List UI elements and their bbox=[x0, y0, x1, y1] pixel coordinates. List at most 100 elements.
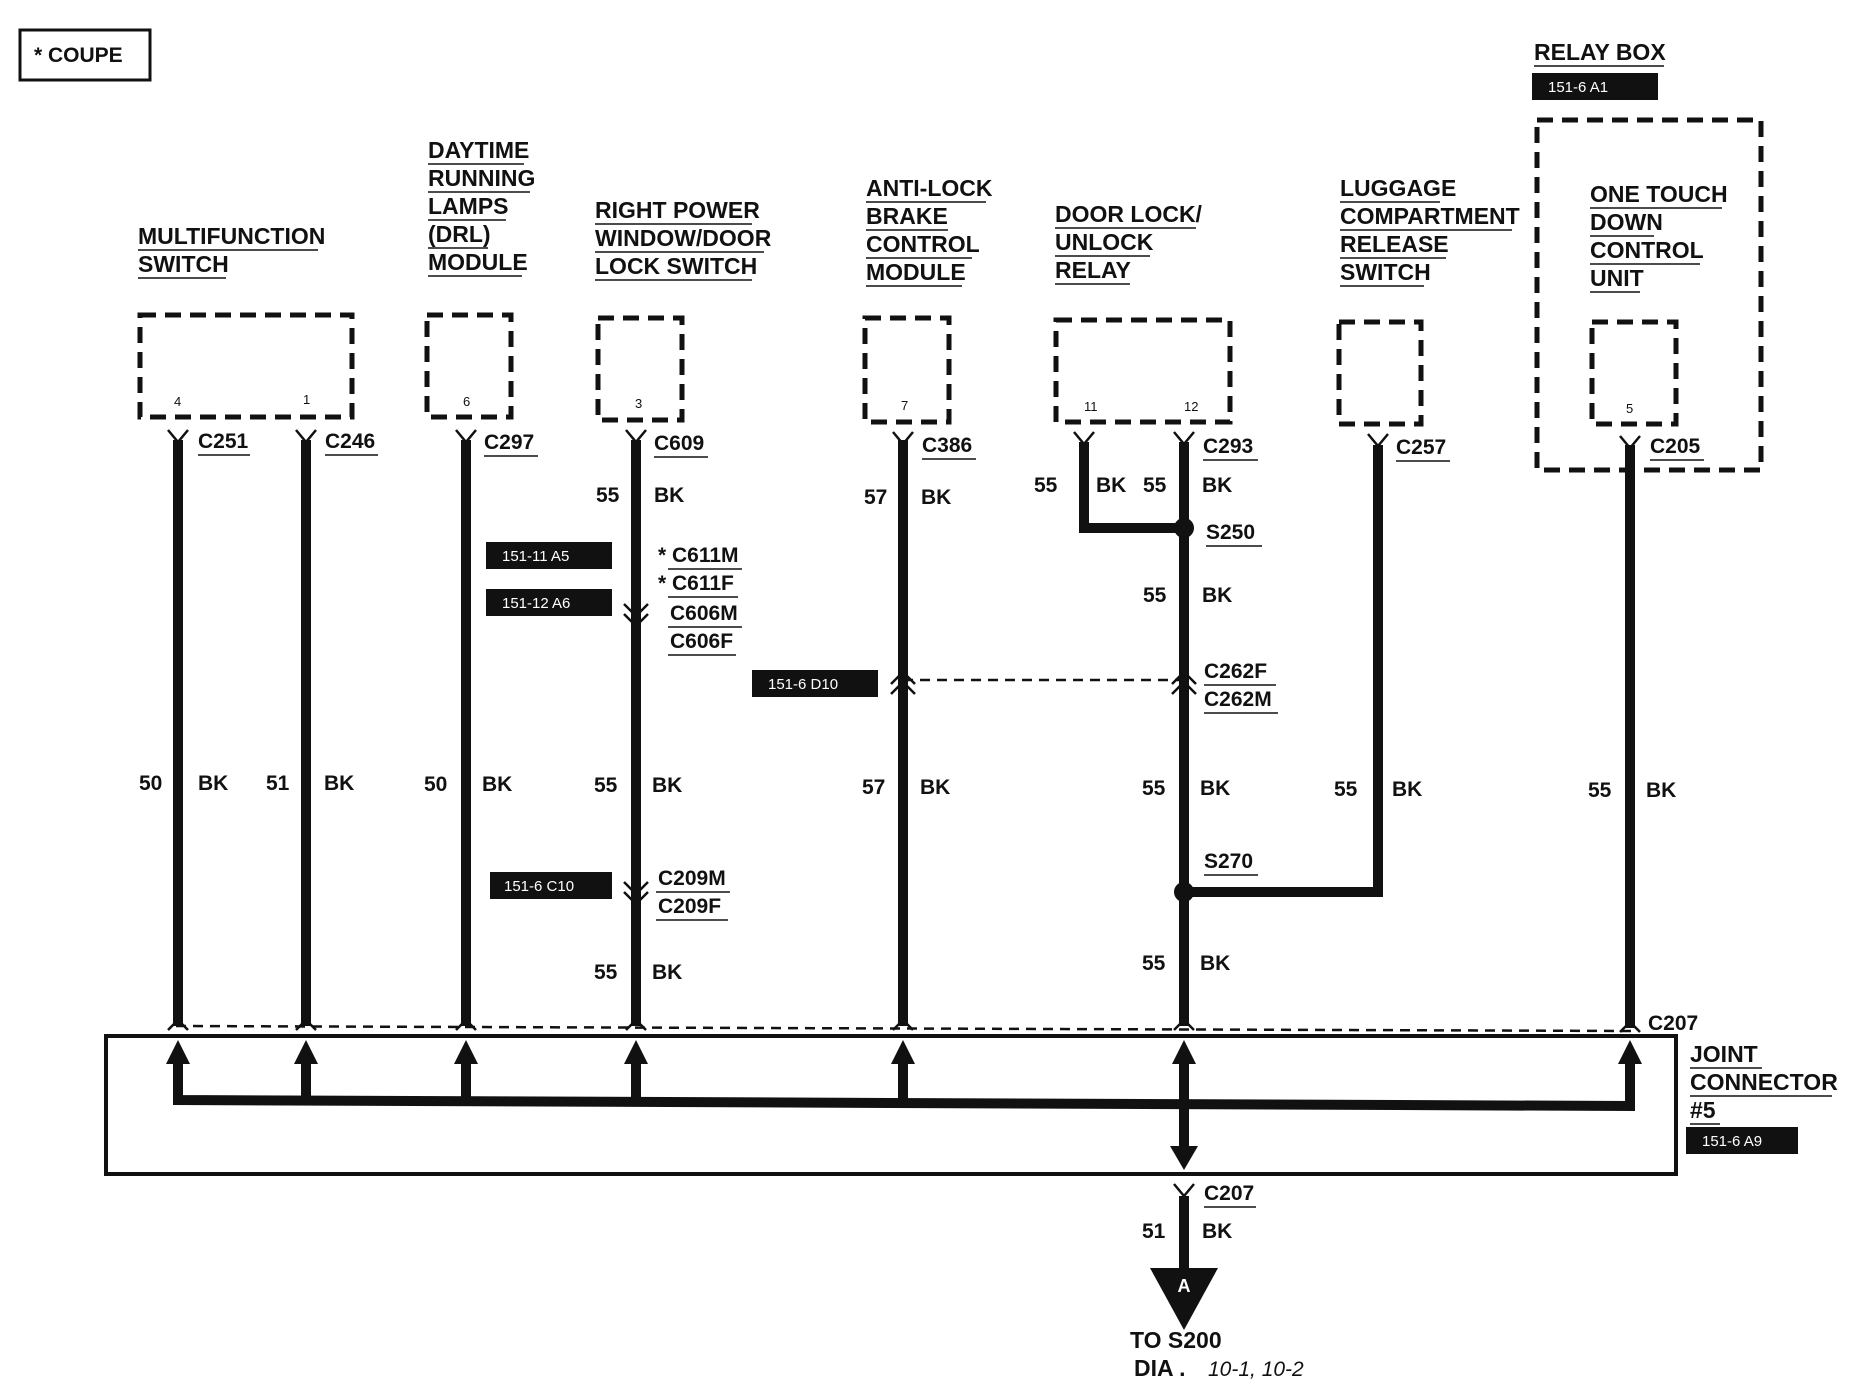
star-marker: * bbox=[658, 572, 667, 595]
wire-color: BK bbox=[920, 776, 950, 799]
c262-inline-connector bbox=[890, 670, 1197, 695]
pin-4: 4 bbox=[174, 394, 181, 409]
connector-c262m: C262M bbox=[1204, 688, 1272, 711]
pin-6: 6 bbox=[463, 394, 470, 409]
wire-gauge: 51 bbox=[266, 772, 290, 795]
connector-c251: C251 bbox=[198, 430, 249, 453]
connector-c209f: C209F bbox=[658, 895, 721, 918]
relay-box-ref-tag bbox=[1532, 73, 1658, 100]
wire-color: BK bbox=[1392, 778, 1422, 801]
top-connector-marks bbox=[167, 429, 1641, 450]
pin-1: 1 bbox=[303, 392, 310, 407]
connector-c207-bottom: C207 bbox=[1204, 1182, 1254, 1205]
wire-color: BK bbox=[1202, 474, 1232, 497]
wire-gauge: 55 bbox=[1334, 778, 1358, 801]
output-marker-letter: A bbox=[1178, 1276, 1191, 1296]
ref-tag-c606 bbox=[486, 589, 612, 616]
svg-text:ANTI-LOCK: ANTI-LOCK bbox=[866, 175, 993, 201]
splice-s270 bbox=[1174, 882, 1194, 902]
anti-lock-module-label: ANTI-LOCK BRAKE CONTROL MODULE bbox=[866, 175, 993, 287]
joint-arrows bbox=[166, 1040, 1642, 1170]
connector-c609: C609 bbox=[654, 432, 704, 455]
svg-text:BRAKE: BRAKE bbox=[866, 203, 948, 229]
wire-gauge: 55 bbox=[1142, 777, 1166, 800]
svg-text:151-11 A5: 151-11 A5 bbox=[502, 548, 569, 565]
c606-inline-connector bbox=[623, 603, 649, 628]
svg-text:CONTROL: CONTROL bbox=[1590, 237, 1704, 263]
ref-tag-c209 bbox=[490, 872, 612, 899]
connector-c246: C246 bbox=[325, 430, 375, 453]
svg-text:UNLOCK: UNLOCK bbox=[1055, 229, 1154, 255]
output-arrow-marker bbox=[1150, 1268, 1218, 1330]
wire-gauge: 55 bbox=[596, 484, 620, 507]
wire-color: BK bbox=[1200, 952, 1230, 975]
splice-s250 bbox=[1174, 518, 1194, 538]
wire-gauge: 57 bbox=[862, 776, 885, 799]
svg-text:ONE TOUCH: ONE TOUCH bbox=[1590, 181, 1728, 207]
connector-c297: C297 bbox=[484, 431, 534, 454]
right-power-window-label: RIGHT POWER WINDOW/DOOR LOCK SWITCH bbox=[595, 197, 772, 281]
luggage-switch-label: LUGGAGE COMPARTMENT RELEASE SWITCH bbox=[1340, 175, 1520, 287]
splice-s270-label: S270 bbox=[1204, 850, 1253, 873]
luggage-switch-box bbox=[1336, 319, 1424, 427]
svg-text:RELAY: RELAY bbox=[1055, 257, 1131, 283]
svg-text:(DRL): (DRL) bbox=[428, 221, 491, 247]
anti-lock-module-box bbox=[862, 315, 952, 425]
c207-top-marks bbox=[167, 1018, 1641, 1033]
svg-text:CONTROL: CONTROL bbox=[866, 231, 980, 257]
connector-c207-top: C207 bbox=[1648, 1012, 1698, 1035]
wire-color: BK bbox=[1202, 1220, 1232, 1243]
svg-text:MODULE: MODULE bbox=[428, 249, 528, 275]
svg-text:DOOR LOCK/: DOOR LOCK/ bbox=[1055, 201, 1203, 227]
connector-c611f: C611F bbox=[672, 572, 734, 595]
wire-gauge: 55 bbox=[1143, 584, 1167, 607]
coupe-note-text: * COUPE bbox=[34, 44, 123, 67]
pin-5: 5 bbox=[1626, 401, 1633, 416]
wire-color: BK bbox=[482, 773, 512, 796]
drl-module-box bbox=[424, 312, 514, 420]
wire-color: BK bbox=[652, 774, 682, 797]
joint-connector-label: JOINT CONNECTOR #5 bbox=[1690, 1041, 1838, 1125]
wire-gauge: 55 bbox=[1142, 952, 1166, 975]
svg-text:151-6 D10: 151-6 D10 bbox=[768, 676, 838, 693]
svg-text:WINDOW/DOOR: WINDOW/DOOR bbox=[595, 225, 772, 251]
c207-connector-line bbox=[175, 1024, 1633, 1033]
wire-gauge: 55 bbox=[594, 774, 618, 797]
one-touch-unit-label: ONE TOUCH DOWN CONTROL UNIT bbox=[1590, 181, 1728, 293]
wire-gauge: 55 bbox=[1143, 474, 1167, 497]
connector-c257: C257 bbox=[1396, 436, 1446, 459]
star-marker: * bbox=[658, 544, 667, 567]
one-touch-unit-box bbox=[1589, 319, 1679, 427]
wire-gauge: 51 bbox=[1142, 1220, 1166, 1243]
connector-c209m: C209M bbox=[658, 867, 726, 890]
svg-text:COMPARTMENT: COMPARTMENT bbox=[1340, 203, 1520, 229]
pin-7: 7 bbox=[901, 398, 908, 413]
output-dia-prefix: DIA . bbox=[1134, 1355, 1186, 1381]
wire-color: BK bbox=[652, 961, 682, 984]
multifunction-switch-label: MULTIFUNCTION SWITCH bbox=[138, 223, 325, 279]
output-destination: TO S200 bbox=[1130, 1327, 1222, 1353]
wire-color: BK bbox=[1096, 474, 1126, 497]
ref-tag-c262 bbox=[752, 670, 878, 697]
wire-color: BK bbox=[1646, 779, 1676, 802]
svg-text:LAMPS: LAMPS bbox=[428, 193, 509, 219]
svg-text:MODULE: MODULE bbox=[866, 259, 966, 285]
ref-tag-c611 bbox=[486, 542, 612, 569]
connector-c386: C386 bbox=[922, 434, 972, 457]
wire-gauge: 55 bbox=[1034, 474, 1058, 497]
wire-color: BK bbox=[1200, 777, 1230, 800]
svg-text:SWITCH: SWITCH bbox=[1340, 259, 1431, 285]
door-lock-relay-box bbox=[1053, 317, 1233, 425]
pin-3: 3 bbox=[635, 396, 642, 411]
ref-tag-joint bbox=[1686, 1127, 1798, 1154]
svg-text:UNIT: UNIT bbox=[1590, 265, 1644, 291]
svg-text:#5: #5 bbox=[1690, 1097, 1716, 1123]
svg-text:151-6 A1: 151-6 A1 bbox=[1548, 79, 1608, 96]
connector-c293: C293 bbox=[1203, 435, 1253, 458]
svg-text:LUGGAGE: LUGGAGE bbox=[1340, 175, 1456, 201]
connector-c205: C205 bbox=[1650, 435, 1701, 458]
relay-box: RELAY BOX 151-6 A1 bbox=[1532, 39, 1764, 473]
pin-11: 11 bbox=[1084, 399, 1098, 414]
relay-box-title: RELAY BOX bbox=[1534, 39, 1666, 65]
connector-c606f: C606F bbox=[670, 630, 733, 653]
